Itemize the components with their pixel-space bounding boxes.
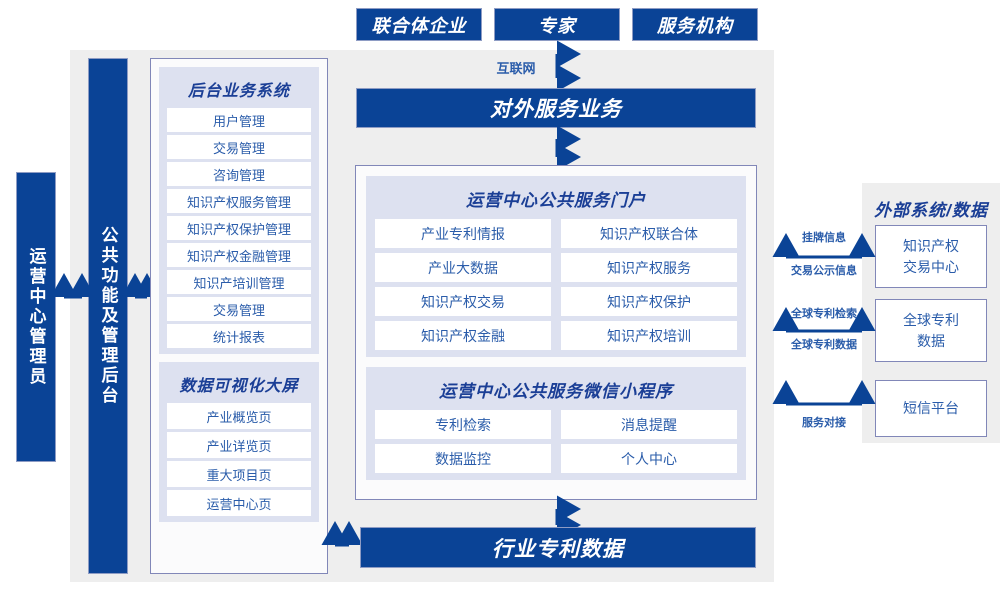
operator-admin-arrow bbox=[50, 273, 96, 299]
backend-item[interactable]: 知识产权金融管理 bbox=[167, 243, 311, 267]
service-item[interactable]: 知识产权交易 bbox=[375, 287, 551, 316]
left-column-label: 运营中心管理员 bbox=[26, 247, 46, 387]
backend-panel: 后台业务系统 用户管理 交易管理 咨询管理 知识产权服务管理 知识产权保护管理 … bbox=[150, 58, 328, 574]
backend-item[interactable]: 产业详览页 bbox=[167, 432, 311, 458]
service-group-items: 专利检索 消息提醒 数据监控 个人中心 bbox=[375, 410, 737, 473]
backend-group-business: 后台业务系统 用户管理 交易管理 咨询管理 知识产权服务管理 知识产权保护管理 … bbox=[159, 67, 319, 354]
backend-group-title: 数据可视化大屏 bbox=[179, 378, 299, 395]
ext-arrow-label-above: 挂牌信息 bbox=[802, 232, 846, 244]
external-system-label: 知识产权 交易中心 bbox=[903, 236, 959, 277]
left-column-operator[interactable]: 运营中心管理员 bbox=[16, 172, 56, 462]
service-group-title: 运营中心公共服务微信小程序 bbox=[439, 382, 673, 401]
service-item[interactable]: 知识产权联合体 bbox=[561, 219, 737, 248]
backend-item[interactable]: 重大项目页 bbox=[167, 461, 311, 487]
industry-data-bar-label: 行业专利数据 bbox=[492, 537, 624, 561]
ext-arrow-label-below: 服务对接 bbox=[802, 417, 846, 429]
external-system-line1: 知识产权 bbox=[903, 238, 959, 255]
external-system-line1: 全球专利 bbox=[903, 312, 959, 329]
ext-arrow-global-patent bbox=[772, 307, 876, 333]
service-panel: 运营中心公共服务门户 产业专利情报 知识产权联合体 产业大数据 知识产权服务 知… bbox=[355, 165, 757, 500]
service-item[interactable]: 产业大数据 bbox=[375, 253, 551, 282]
service-item[interactable]: 知识产权保护 bbox=[561, 287, 737, 316]
service-item[interactable]: 知识产权服务 bbox=[561, 253, 737, 282]
left-column-admin-backend[interactable]: 公共功能及管理后台 bbox=[88, 58, 128, 574]
service-group-items: 产业专利情报 知识产权联合体 产业大数据 知识产权服务 知识产权交易 知识产权保… bbox=[375, 219, 737, 350]
top-actor-label: 联合体企业 bbox=[371, 15, 467, 36]
top-actor-label: 专家 bbox=[538, 15, 576, 36]
industrydata-link-arrow bbox=[555, 495, 581, 539]
admin-backendpanel-arrow bbox=[121, 273, 161, 299]
left-column-label: 公共功能及管理后台 bbox=[98, 226, 118, 406]
service-item[interactable]: 个人中心 bbox=[561, 444, 737, 473]
top-actor-label: 服务机构 bbox=[657, 15, 733, 36]
service-item[interactable]: 产业专利情报 bbox=[375, 219, 551, 248]
service-group-title: 运营中心公共服务门户 bbox=[466, 191, 646, 210]
backend-group-items: 用户管理 交易管理 咨询管理 知识产权服务管理 知识产权保护管理 知识产权金融管… bbox=[167, 108, 311, 348]
external-system-line2: 数据 bbox=[917, 332, 945, 349]
ext-arrow-label-below: 交易公示信息 bbox=[791, 265, 857, 277]
industry-data-bar[interactable]: 行业专利数据 bbox=[360, 527, 756, 568]
backend-item[interactable]: 交易管理 bbox=[167, 135, 311, 159]
top-actor-service-org[interactable]: 服务机构 bbox=[632, 8, 758, 41]
backend-group-title: 后台业务系统 bbox=[187, 83, 290, 100]
service-item[interactable]: 知识产权培训 bbox=[561, 321, 737, 350]
backend-item[interactable]: 咨询管理 bbox=[167, 162, 311, 186]
backend-item[interactable]: 交易管理 bbox=[167, 297, 311, 321]
external-service-bar-label: 对外服务业务 bbox=[490, 98, 622, 121]
top-actor-expert[interactable]: 专家 bbox=[494, 8, 620, 41]
backend-industrydata-arrow bbox=[321, 521, 363, 547]
internet-arrow bbox=[555, 40, 581, 92]
backend-item[interactable]: 知识产权服务管理 bbox=[167, 189, 311, 213]
service-item[interactable]: 数据监控 bbox=[375, 444, 551, 473]
backend-item[interactable]: 用户管理 bbox=[167, 108, 311, 132]
external-systems-title: 外部系统/数据 bbox=[874, 201, 988, 220]
top-actor-lianhe[interactable]: 联合体企业 bbox=[356, 8, 482, 41]
backend-group-dashboard: 数据可视化大屏 产业概览页 产业详览页 重大项目页 运营中心页 bbox=[159, 362, 319, 522]
backend-item[interactable]: 知识产权保护管理 bbox=[167, 216, 311, 240]
service-item[interactable]: 知识产权金融 bbox=[375, 321, 551, 350]
backend-group-items: 产业概览页 产业详览页 重大项目页 运营中心页 bbox=[167, 403, 311, 516]
ext-arrow-sms-platform bbox=[772, 380, 876, 406]
ext-arrow-ip-exchange bbox=[772, 233, 876, 259]
backend-item[interactable]: 运营中心页 bbox=[167, 490, 311, 516]
service-item[interactable]: 消息提醒 bbox=[561, 410, 737, 439]
internet-label: 互联网 bbox=[496, 61, 536, 76]
ext-arrow-label-above: 全球专利检索 bbox=[791, 308, 857, 320]
external-system-global-patent[interactable]: 全球专利 数据 bbox=[875, 299, 987, 362]
external-service-bar[interactable]: 对外服务业务 bbox=[356, 88, 756, 128]
backend-item[interactable]: 产业概览页 bbox=[167, 403, 311, 429]
external-system-line2: 交易中心 bbox=[903, 258, 959, 275]
service-group-portal: 运营中心公共服务门户 产业专利情报 知识产权联合体 产业大数据 知识产权服务 知… bbox=[366, 176, 746, 357]
external-system-ip-exchange[interactable]: 知识产权 交易中心 bbox=[875, 225, 987, 288]
external-system-line1: 短信平台 bbox=[903, 400, 959, 417]
external-system-label: 全球专利 数据 bbox=[903, 310, 959, 351]
ext-arrow-label-below: 全球专利数据 bbox=[791, 339, 857, 351]
external-system-sms-platform[interactable]: 短信平台 bbox=[875, 380, 987, 437]
backend-item[interactable]: 统计报表 bbox=[167, 324, 311, 348]
backend-item[interactable]: 知识产培训管理 bbox=[167, 270, 311, 294]
service-group-miniprogram: 运营中心公共服务微信小程序 专利检索 消息提醒 数据监控 个人中心 bbox=[366, 367, 746, 480]
service-link-arrow bbox=[555, 125, 581, 171]
service-item[interactable]: 专利检索 bbox=[375, 410, 551, 439]
